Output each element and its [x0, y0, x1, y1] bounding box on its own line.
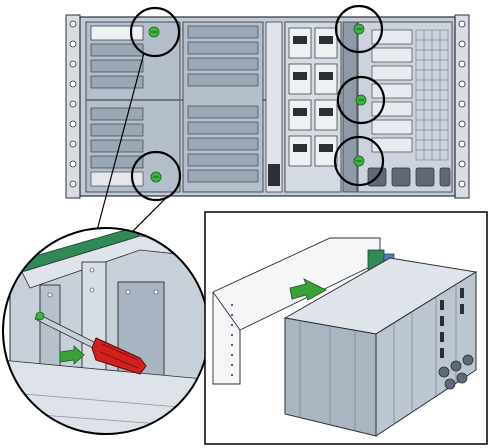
callout-circles — [129, 4, 386, 202]
server-side-face — [375, 271, 477, 437]
white-card-slot — [90, 25, 144, 41]
callout-circle-bottom-right — [333, 135, 385, 187]
callout-circle-top-left — [129, 6, 181, 58]
power-inlets — [367, 167, 451, 187]
chassis-rear-view — [65, 14, 470, 199]
direction-arrow-icon — [59, 345, 85, 365]
pcie-slot-covers-left — [90, 43, 144, 169]
zoom-bracket-holes — [47, 267, 159, 298]
removal-panel — [204, 211, 488, 445]
drive-bay-handles — [293, 36, 333, 152]
psu-rail — [342, 21, 358, 193]
direction-arrow-icon — [289, 278, 327, 301]
psu-modules — [371, 29, 413, 153]
center-bracket — [265, 21, 283, 193]
rack-holes — [231, 304, 233, 376]
psu-vent-grille — [415, 29, 449, 161]
server-panel-lines — [299, 284, 457, 430]
screw-icon — [148, 26, 160, 38]
screw-icon — [35, 311, 45, 321]
screw-icon — [353, 23, 365, 35]
rack-ear-holes — [69, 20, 466, 188]
screw-icon — [355, 94, 367, 106]
zoom-top-rail — [21, 235, 209, 289]
center-latch — [268, 164, 280, 186]
callout-circle-top-right — [334, 4, 384, 54]
screwdriver-handle — [91, 337, 147, 375]
screw-markers — [148, 23, 367, 183]
pcie-slot-covers-middle — [187, 25, 259, 183]
server-slot-details — [440, 288, 464, 358]
rear-io-ports — [90, 171, 144, 187]
cable-connectors — [438, 354, 474, 390]
callout-circle-bottom-left — [130, 150, 182, 202]
screw-icon — [353, 155, 365, 167]
zoom-detail — [2, 227, 210, 435]
screw-icon — [150, 171, 162, 183]
screwdriver-icon — [34, 311, 147, 375]
callout-circle-middle-right — [336, 75, 386, 125]
